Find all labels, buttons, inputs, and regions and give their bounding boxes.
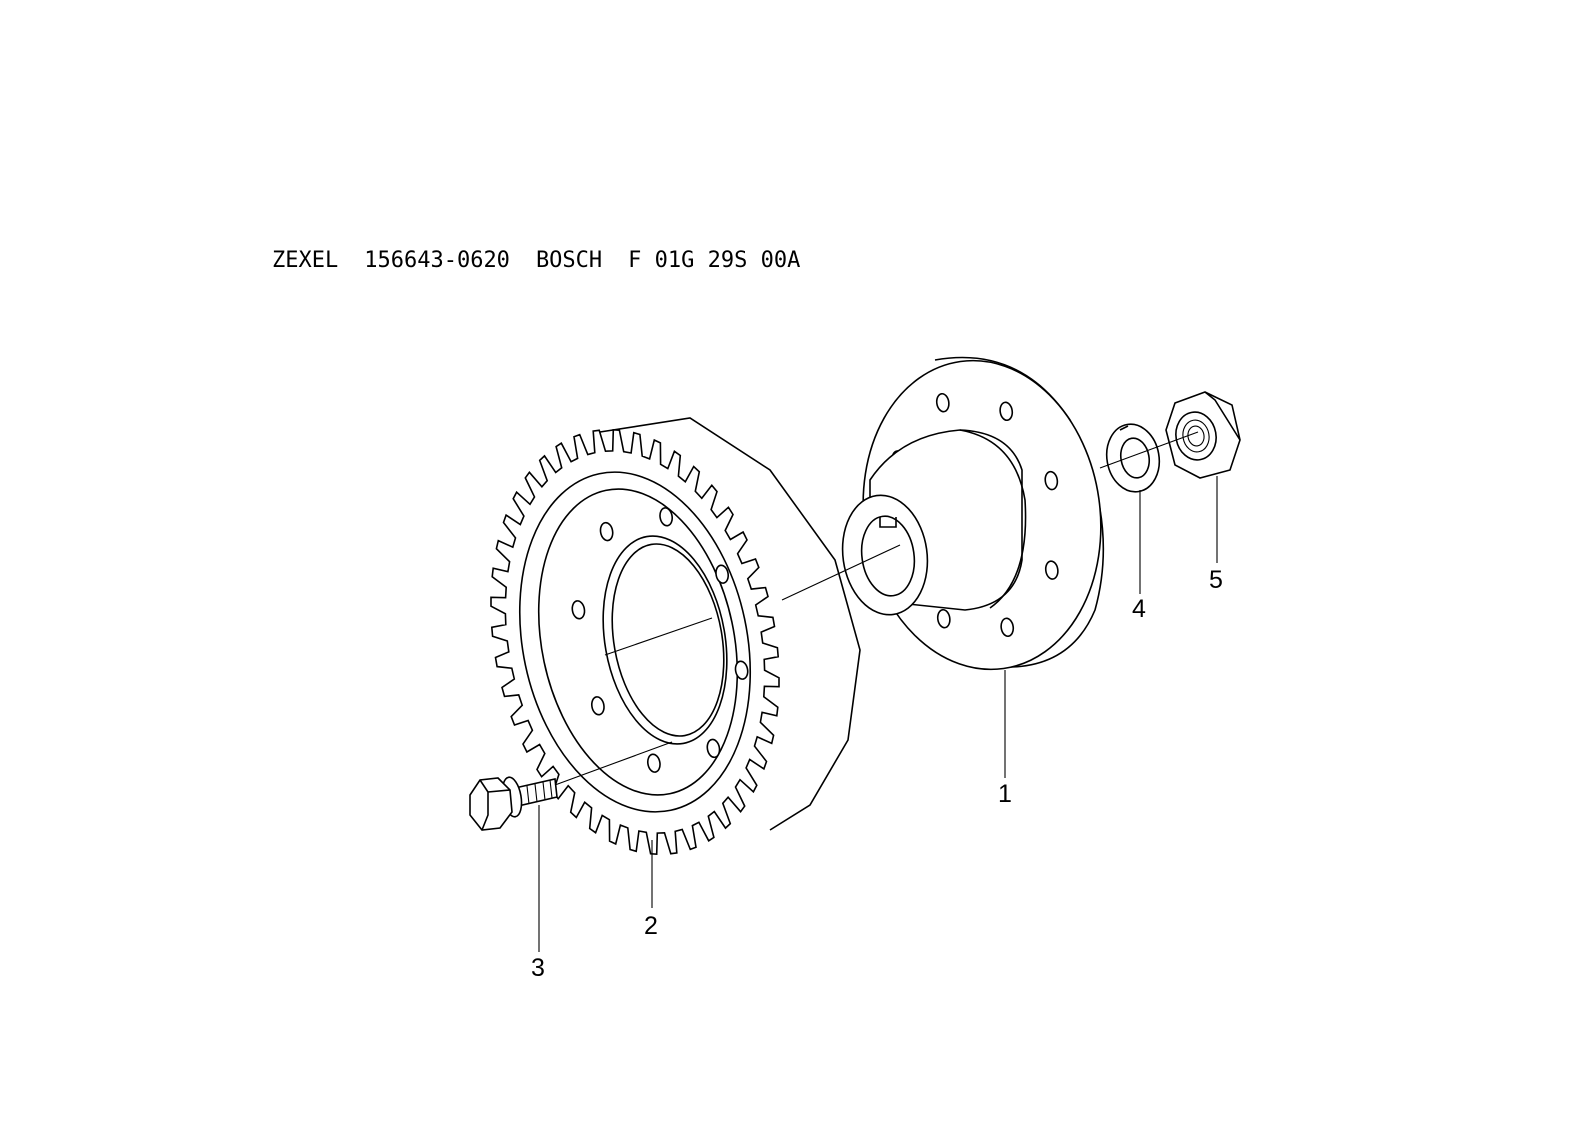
spur-gear-icon[interactable] bbox=[490, 417, 861, 856]
gear-bolt-hole bbox=[599, 521, 614, 542]
hub-bolt-hole bbox=[1000, 617, 1015, 638]
gear-bolt-hole bbox=[715, 564, 730, 584]
callout-3: 3 bbox=[531, 954, 545, 982]
part-number-bosch: F 01G 29S 00A bbox=[628, 248, 801, 273]
hub-bolt-hole bbox=[999, 401, 1014, 422]
hub-bolt-hole bbox=[936, 608, 951, 629]
hub-bolt-hole bbox=[1044, 560, 1059, 580]
gear-bolt-hole bbox=[706, 738, 721, 759]
lock-washer-icon[interactable] bbox=[1101, 420, 1164, 496]
callout-5: 5 bbox=[1209, 566, 1223, 594]
hex-bolt-icon[interactable] bbox=[469, 776, 558, 831]
brand-zexel: ZEXEL bbox=[272, 248, 339, 273]
callout-1: 1 bbox=[998, 780, 1012, 808]
gear-bolt-hole bbox=[659, 507, 674, 527]
brand-bosch: BOSCH bbox=[535, 248, 603, 273]
leader-lines bbox=[538, 476, 1218, 952]
part-number-header: ZEXEL 156643-0620 BOSCH F 01G 29S 00A bbox=[272, 248, 826, 273]
gear-bolt-hole bbox=[590, 696, 605, 716]
hub-bolt-hole bbox=[935, 392, 950, 413]
gear-bolt-hole bbox=[646, 753, 661, 773]
hex-nut-icon[interactable] bbox=[1165, 391, 1241, 479]
callout-4: 4 bbox=[1132, 595, 1146, 623]
flanged-hub-icon[interactable] bbox=[835, 345, 1120, 685]
assembly-axis-lines bbox=[554, 431, 1199, 786]
gear-bolt-hole bbox=[571, 600, 586, 620]
hub-bolt-hole bbox=[1044, 470, 1059, 491]
gear-bolt-hole bbox=[734, 660, 749, 680]
callout-2: 2 bbox=[644, 912, 658, 940]
part-number-zexel: 156643-0620 bbox=[364, 248, 510, 273]
